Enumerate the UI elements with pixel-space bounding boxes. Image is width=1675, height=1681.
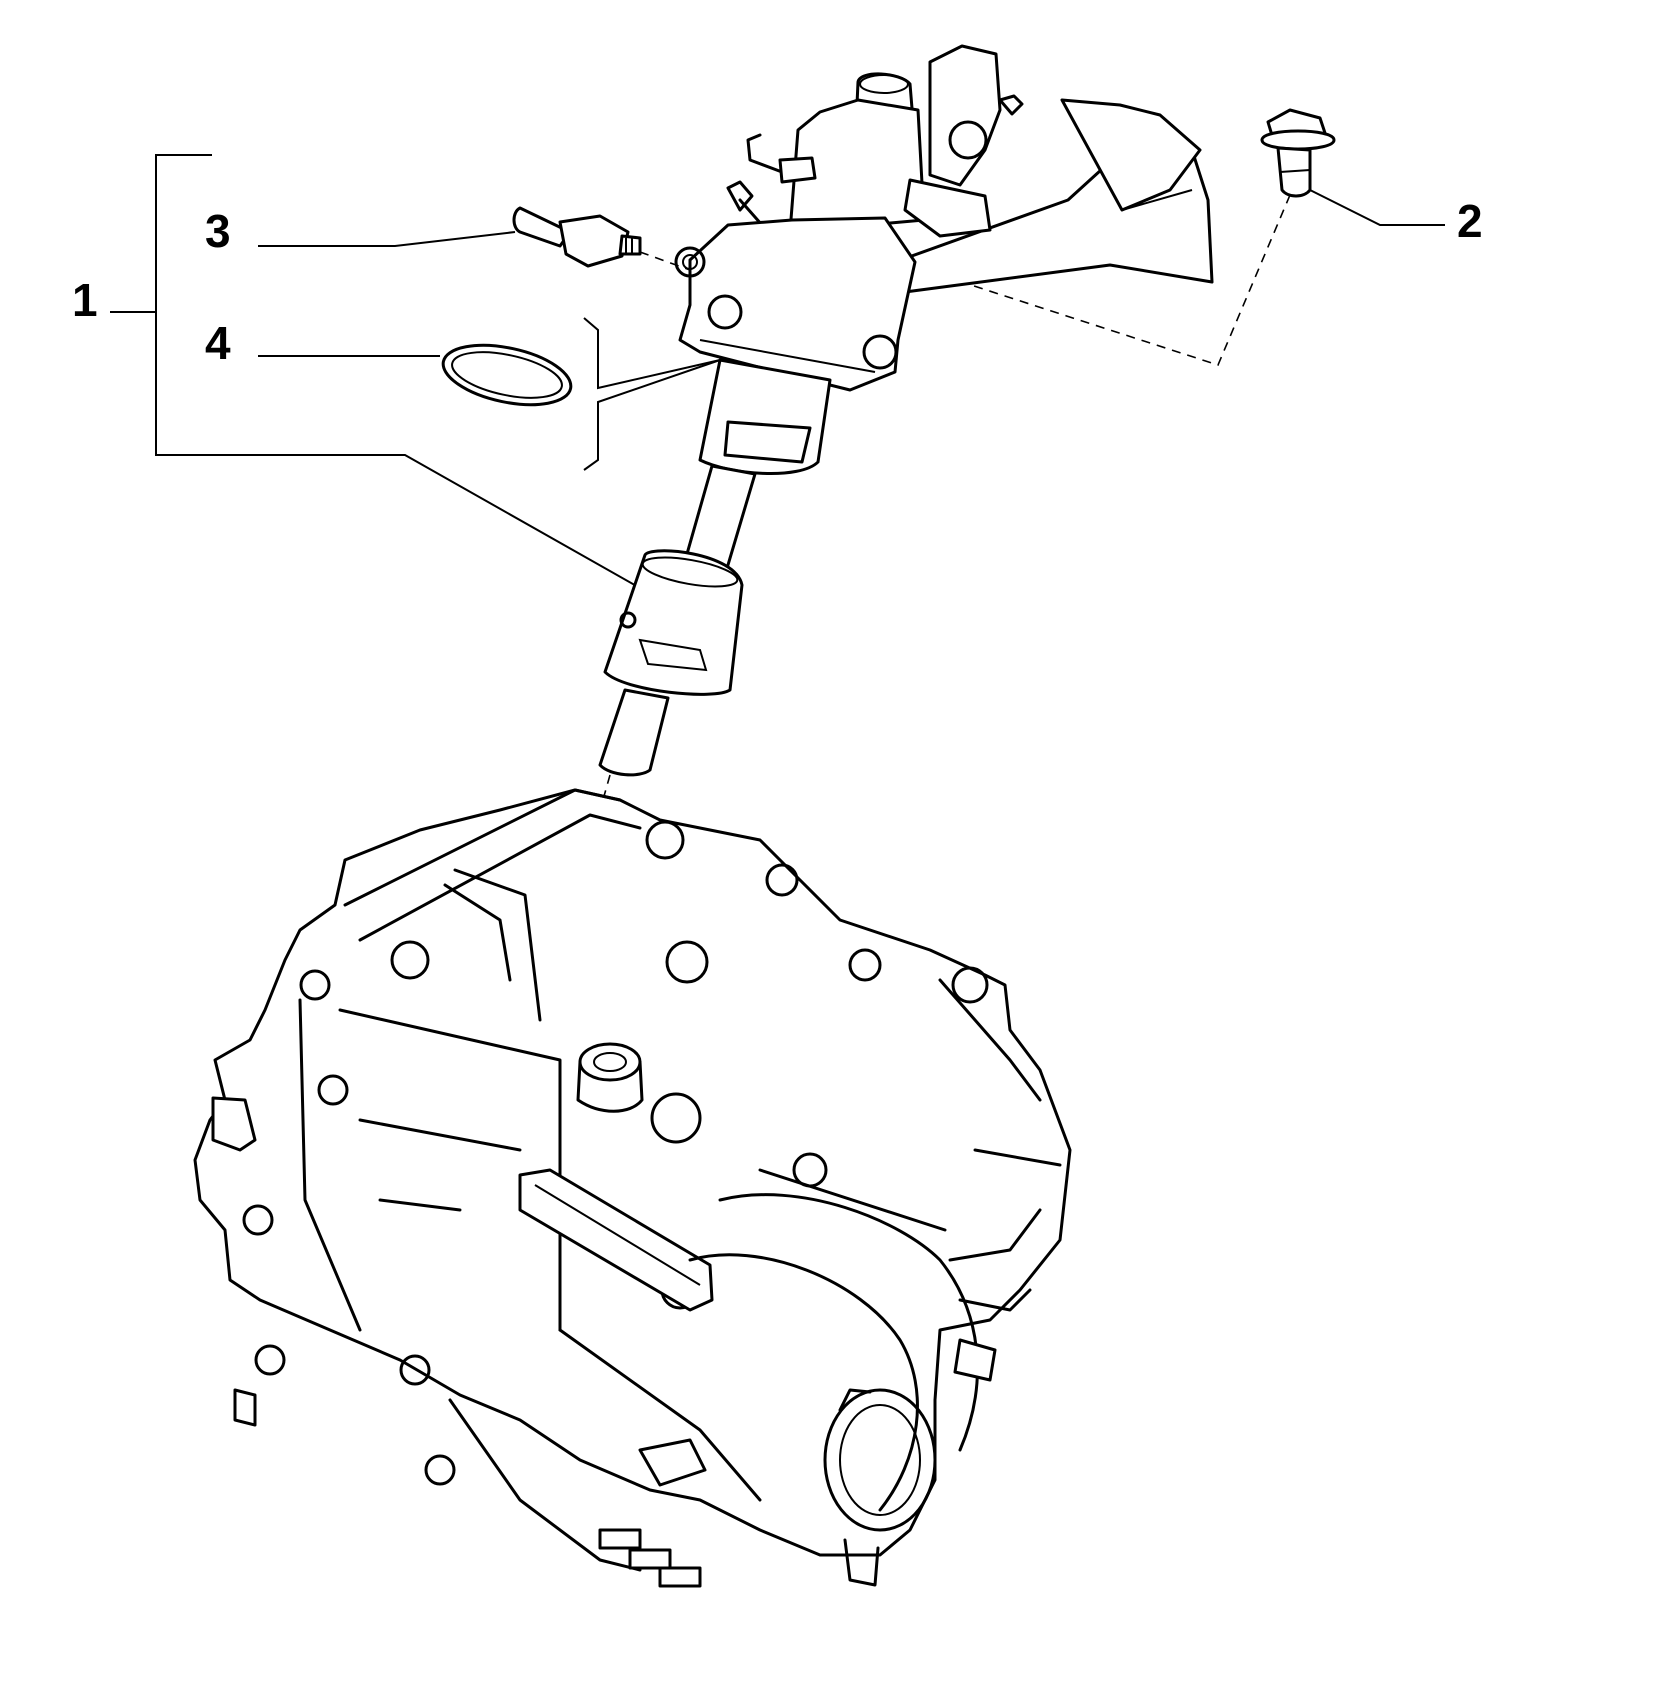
bolt-part-2 bbox=[1260, 108, 1336, 198]
callout-3-label: 3 bbox=[205, 205, 231, 257]
callout-1-label: 1 bbox=[72, 274, 98, 326]
fitting-part-3 bbox=[512, 206, 642, 268]
callout-2-label: 2 bbox=[1457, 195, 1483, 247]
callout-2-leader bbox=[1305, 187, 1445, 226]
gearbox-housing bbox=[193, 788, 1072, 1588]
shift-actuator-assembly bbox=[598, 44, 1214, 777]
bolt-axis-dashed bbox=[899, 194, 1291, 366]
fitting-axis-dashed bbox=[639, 251, 691, 271]
inner-bracket bbox=[583, 317, 721, 471]
callout-4-label: 4 bbox=[205, 317, 231, 369]
oring-part-4 bbox=[441, 343, 573, 407]
callout-3-leader bbox=[258, 231, 516, 247]
callout-1-bracket bbox=[110, 154, 641, 589]
